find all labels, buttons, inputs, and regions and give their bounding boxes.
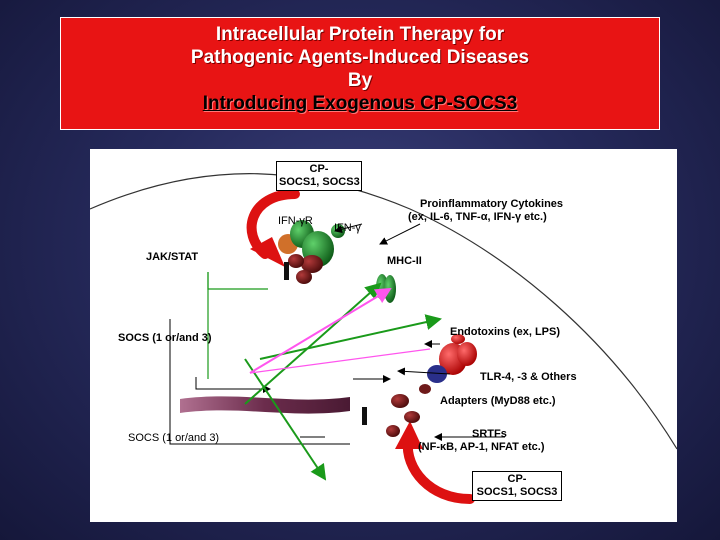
green-signal-line — [207, 272, 268, 290]
srtfs-label-2: (NF-κB, AP-1, NFAT etc.) — [418, 441, 545, 453]
socs-upper-label: SOCS (1 or/and 3) — [118, 332, 212, 344]
jak-stat-label: JAK/STAT — [146, 251, 199, 263]
srtfs-label-1: SRTFs — [472, 428, 507, 440]
inhibit-arrow-bottom — [402, 436, 475, 504]
mhc-ii-label: MHC-II — [387, 255, 422, 267]
jak-stat-line — [169, 319, 350, 445]
tlr-complex — [362, 334, 477, 437]
endotoxins-label: Endotoxins (ex, LPS) — [450, 326, 561, 338]
adapters-label: Adapters (MyD88 etc.) — [440, 395, 556, 407]
dna-strand — [180, 396, 350, 414]
socs-lower-label: SOCS (1 or/and 3) — [128, 432, 220, 444]
cp-socs-bottom-label: CP- SOCS1, SOCS3 — [472, 471, 562, 501]
title-banner: Intracellular Protein Therapy for Pathog… — [60, 17, 660, 130]
cell-membrane — [90, 173, 677, 450]
proinflammatory-label-1: Proinflammatory Cytokines — [420, 198, 564, 210]
ifn-gamma-r-label: IFN-γR — [278, 215, 313, 227]
diagram-panel: CP- SOCS1, SOCS3 IFN-γR IFN-γ Proinflamm… — [90, 149, 677, 522]
ifn-gamma-label: IFN-γ — [334, 222, 361, 234]
proinflammatory-label-2: (ex, IL-6, TNF-α, IFN-γ etc.) — [408, 211, 547, 223]
title-line-1: Intracellular Protein Therapy for — [215, 24, 505, 45]
cp-socs-top-label: CP- SOCS1, SOCS3 — [276, 161, 362, 191]
tlr-label: TLR-4, -3 & Others — [480, 371, 577, 383]
mhc-ii — [376, 274, 396, 303]
title-line-3: By — [347, 70, 373, 91]
title-line-4: Introducing Exogenous CP-SOCS3 — [202, 93, 518, 114]
magenta-signal-line — [249, 287, 392, 374]
pathway-diagram — [90, 173, 677, 504]
title-line-2: Pathogenic Agents-Induced Diseases — [190, 47, 530, 68]
